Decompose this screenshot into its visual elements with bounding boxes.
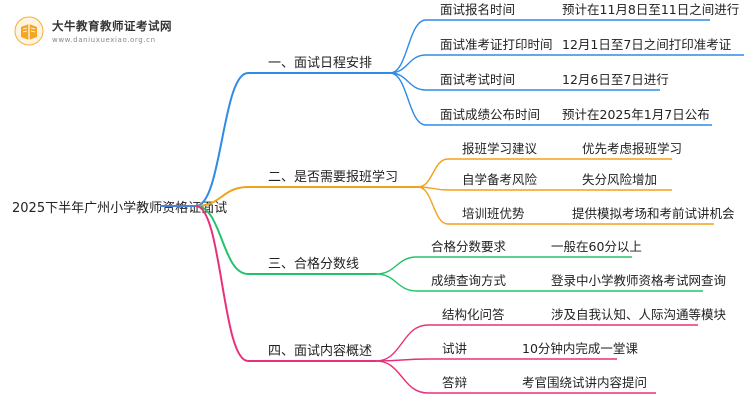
leaf-key: 试讲 [442, 341, 467, 356]
leaf-key: 自学备考风险 [462, 172, 538, 187]
leaf-value: 12月1日至7日之间打印准考证 [562, 37, 732, 52]
leaf-connector [389, 72, 712, 126]
branch-label: 一、面试日程安排 [268, 56, 372, 71]
leaf-value: 提供模拟考场和考前试讲机会 [572, 206, 735, 221]
leaf-value: 预计在2025年1月7日公布 [562, 107, 710, 122]
leaf-connector [375, 324, 698, 362]
leaf-value: 登录中小学教师资格考试网查询 [551, 273, 726, 288]
book-logo-icon [14, 16, 44, 46]
leaf-connector [375, 360, 656, 394]
leaf-value: 一般在60分以上 [551, 239, 642, 254]
site-logo: 大牛教育教师证考试网 www.daniuxuexiao.org.cn [14, 16, 172, 50]
branch-connector [195, 186, 418, 207]
branch-connector [195, 205, 376, 275]
leaf-connector [375, 273, 703, 292]
leaf-key: 结构化问答 [442, 307, 505, 322]
logo-url: www.daniuxuexiao.org.cn [52, 36, 156, 44]
leaf-value: 失分风险增加 [582, 172, 657, 187]
branch-label: 三、合格分数线 [268, 256, 359, 272]
leaf-key: 成绩查询方式 [431, 273, 507, 288]
leaf-key: 面试报名时间 [440, 2, 515, 17]
logo-title: 大牛教育教师证考试网 [52, 19, 172, 33]
leaf-connector [389, 19, 710, 74]
branch-label: 二、是否需要报班学习 [268, 169, 398, 185]
branch-connector [195, 72, 390, 207]
leaf-connector [389, 72, 660, 91]
leaf-value: 12月6日至7日进行 [562, 72, 669, 87]
leaf-key: 面试考试时间 [440, 72, 515, 87]
leaf-value: 涉及自我认知、人际沟通等模块 [551, 307, 727, 322]
leaf-key: 答辩 [442, 375, 467, 390]
leaf-value: 预计在11月8日至11日之间进行 [562, 2, 739, 17]
leaf-connector [417, 186, 672, 191]
leaf-value: 优先考虑报班学习 [582, 141, 682, 156]
leaf-connector [417, 186, 714, 225]
leaf-key: 面试准考证打印时间 [440, 37, 553, 52]
leaf-value: 考官围绕试讲内容提问 [522, 375, 647, 390]
leaf-connector [389, 54, 744, 74]
leaf-key: 合格分数要求 [431, 239, 507, 254]
leaf-value: 10分钟内完成一堂课 [522, 341, 638, 356]
root-topic: 2025下半年广州小学教师资格证面试 [12, 200, 227, 216]
leaf-connector [375, 358, 617, 362]
leaf-connector [417, 158, 672, 188]
leaf-key: 报班学习建议 [462, 141, 538, 156]
branch-connector [195, 205, 376, 362]
leaf-key: 培训班优势 [462, 206, 525, 221]
leaf-key: 面试成绩公布时间 [440, 107, 540, 122]
leaf-connector [375, 256, 632, 275]
branch-label: 四、面试内容概述 [268, 343, 372, 359]
